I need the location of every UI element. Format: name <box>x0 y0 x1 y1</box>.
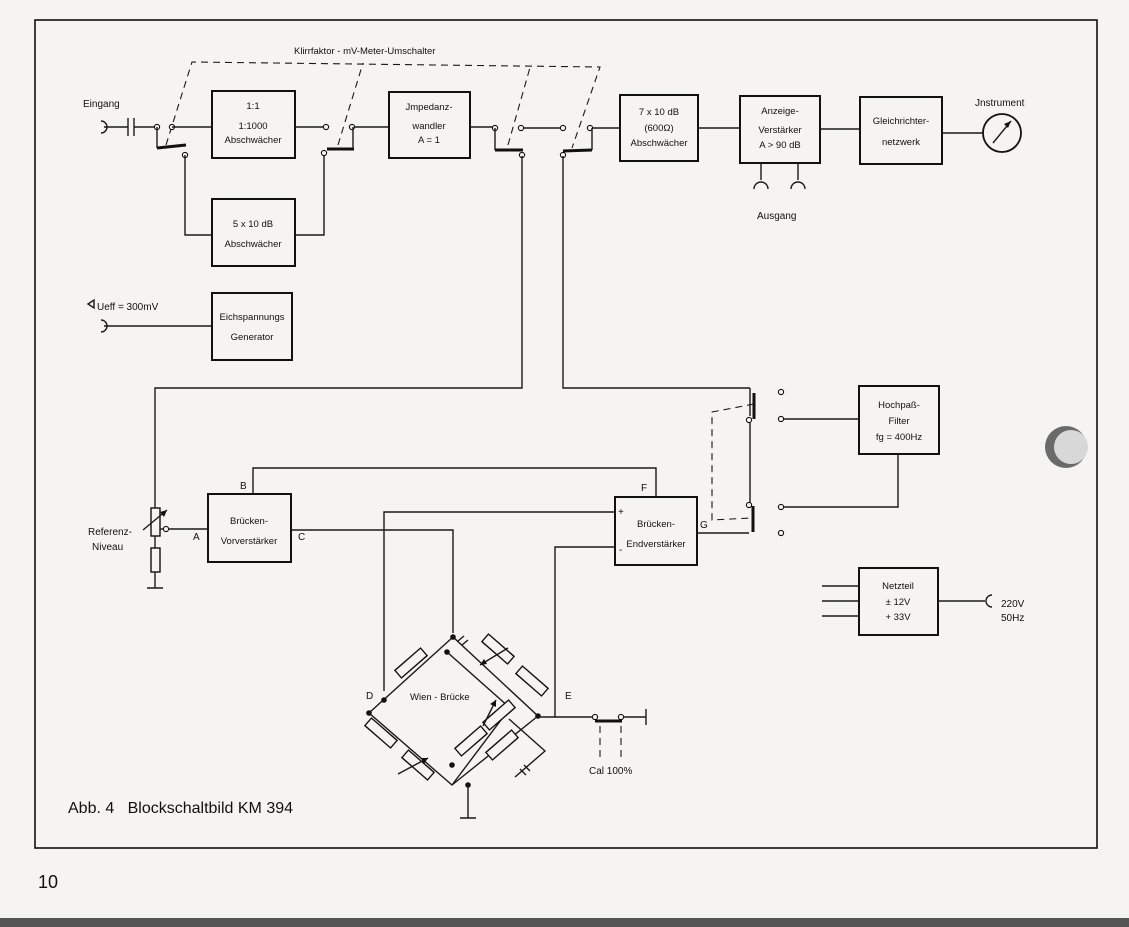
block-hochpass: Hochpaß- Filter fg = 400Hz <box>858 385 940 455</box>
node-b: B <box>240 481 247 492</box>
meter-icon <box>982 113 1022 153</box>
svg-text:Generator: Generator <box>231 332 274 343</box>
block-anzeige: Anzeige- Verstärker A > 90 dB <box>739 95 821 164</box>
svg-text:Endverstärker: Endverstärker <box>626 539 685 550</box>
wien-bridge <box>363 633 550 819</box>
svg-text:fg = 400Hz: fg = 400Hz <box>876 432 922 443</box>
svg-text:Gleichrichter-: Gleichrichter- <box>873 116 930 127</box>
label-ausgang: Ausgang <box>757 211 796 222</box>
wire-d-plus <box>383 511 615 691</box>
switch-3 <box>154 124 562 508</box>
svg-text:Jmpedanz-: Jmpedanz- <box>406 102 453 113</box>
svg-text:1:1000: 1:1000 <box>238 121 267 132</box>
label-cal: Cal 100% <box>589 766 632 777</box>
label-eingang: Eingang <box>83 99 120 110</box>
output-jacks <box>753 163 806 190</box>
block-impedanz: Jmpedanz- wandler A = 1 <box>388 91 471 159</box>
node-c: C <box>298 532 305 543</box>
label-referenz-2: Niveau <box>92 542 123 553</box>
svg-text:Verstärker: Verstärker <box>758 125 801 136</box>
svg-text:Hochpaß-: Hochpaß- <box>878 400 920 411</box>
page-frame <box>34 19 1098 849</box>
referenz-poti <box>142 507 208 589</box>
svg-text:1:1: 1:1 <box>246 101 259 112</box>
svg-text:Netzteil: Netzteil <box>882 581 914 592</box>
switch-1 <box>153 123 212 236</box>
node-plus: + <box>618 507 624 518</box>
wire-e-minus <box>554 546 615 717</box>
svg-text:Vorverstärker: Vorverstärker <box>221 536 278 547</box>
switch-4 <box>559 124 750 389</box>
node-minus: - <box>619 545 622 556</box>
label-wien: Wien - Brücke <box>410 692 470 703</box>
label-mains-2: 50Hz <box>1001 613 1024 624</box>
wire-b-f <box>252 467 657 497</box>
block-endverst: Brücken- Endverstärker <box>614 496 698 566</box>
svg-text:wandler: wandler <box>411 121 445 132</box>
svg-text:A = 1: A = 1 <box>418 135 440 146</box>
cal-input <box>86 298 212 333</box>
svg-text:A > 90 dB: A > 90 dB <box>759 140 800 151</box>
input-jack <box>100 118 157 136</box>
svg-text:5 x 10 dB: 5 x 10 dB <box>233 219 273 230</box>
switch-title: Klirrfaktor - mV-Meter-Umschalter <box>294 46 435 57</box>
svg-text:Brücken-: Brücken- <box>230 516 268 527</box>
label-mains-1: 220V <box>1001 599 1025 610</box>
svg-text:Filter: Filter <box>888 416 909 427</box>
block-vorverst: Brücken- Vorverstärker <box>207 493 292 563</box>
svg-text:Anzeige-: Anzeige- <box>761 106 799 117</box>
label-instrument: Jnstrument <box>975 98 1025 109</box>
label-referenz-1: Referenz- <box>88 527 132 538</box>
svg-text:Abschwächer: Abschwächer <box>224 239 281 250</box>
node-e: E <box>565 691 572 702</box>
page-number: 10 <box>38 872 58 892</box>
block-att5x10: 5 x 10 dB Abschwächer <box>211 198 296 267</box>
svg-text:Abschwächer: Abschwächer <box>630 138 687 149</box>
switch-filter <box>697 388 899 537</box>
binder-hole-highlight <box>1054 430 1088 464</box>
figure-caption: Abb. 4 Blockschaltbild KM 394 <box>68 800 293 817</box>
block-att1000: 1:1 1:1000 Abschwächer <box>211 90 296 159</box>
node-f: F <box>641 483 647 494</box>
svg-text:7 x 10 dB: 7 x 10 dB <box>639 107 679 118</box>
svg-text:(600Ω): (600Ω) <box>644 123 673 134</box>
block-netzteil: Netzteil ± 12V + 33V <box>822 567 993 636</box>
svg-text:± 12V: ± 12V <box>886 597 911 608</box>
svg-text:netzwerk: netzwerk <box>882 137 920 148</box>
node-g: G <box>700 520 708 531</box>
block-gleich: Gleichrichter- netzwerk <box>859 96 943 165</box>
svg-text:Eichspannungs: Eichspannungs <box>220 312 285 323</box>
node-d: D <box>366 691 373 702</box>
wire-c-bridge <box>291 529 454 633</box>
block-eich: Eichspannungs Generator <box>211 292 293 361</box>
svg-text:+ 33V: + 33V <box>885 612 911 623</box>
page-edge <box>0 918 1129 927</box>
switch-linkage <box>165 61 601 149</box>
svg-text:Abschwächer: Abschwächer <box>224 135 281 146</box>
node-a: A <box>193 532 200 543</box>
switch-2 <box>295 123 389 236</box>
label-ueff: Ueff = 300mV <box>97 302 159 313</box>
block-att7x10: 7 x 10 dB (600Ω) Abschwächer <box>619 94 699 162</box>
cal-switch <box>538 709 647 760</box>
svg-text:Brücken-: Brücken- <box>637 519 675 530</box>
